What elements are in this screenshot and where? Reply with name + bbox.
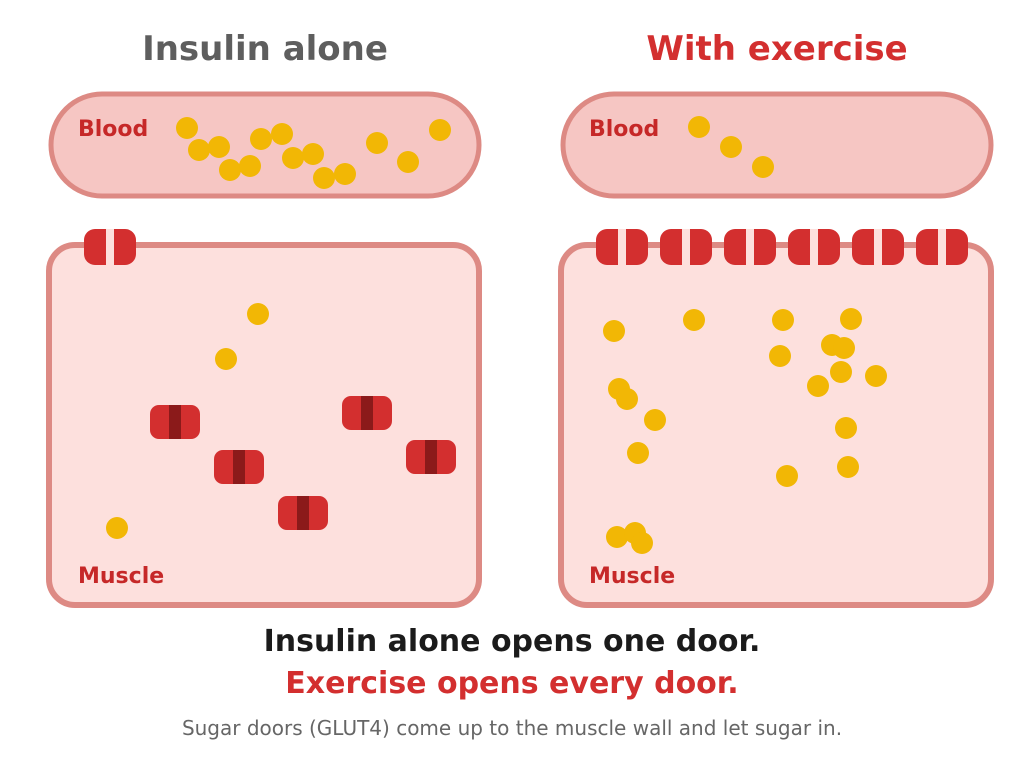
- sugar-dot: [313, 167, 335, 189]
- sugar-dot: [271, 123, 293, 145]
- right-blood-vessel: Blood: [560, 91, 994, 199]
- glut4-door-stored: [150, 405, 200, 439]
- sugar-dot: [616, 388, 638, 410]
- sugar-dot: [106, 517, 128, 539]
- sugar-dot: [250, 128, 272, 150]
- left-panel-title: Insulin alone: [142, 29, 388, 69]
- right-muscle-cell: Muscle: [558, 229, 994, 608]
- sugar-dot: [865, 365, 887, 387]
- right-blood-sugar-group: [688, 116, 774, 178]
- sugar-dot: [644, 409, 666, 431]
- sugar-dot: [776, 465, 798, 487]
- sugar-dot: [239, 155, 261, 177]
- sugar-dot: [215, 348, 237, 370]
- glut4-door-stored: [406, 440, 456, 474]
- right-blood-label: Blood: [589, 117, 659, 142]
- right-muscle-label: Muscle: [589, 564, 675, 589]
- sugar-dot: [830, 361, 852, 383]
- sugar-dot: [840, 308, 862, 330]
- glut4-door-stored: [278, 496, 328, 530]
- sugar-dot: [752, 156, 774, 178]
- left-blood-sugar-group: [176, 117, 451, 189]
- glut4-door-in-wall: [596, 229, 648, 265]
- sugar-dot: [833, 337, 855, 359]
- glut4-door-in-wall: [84, 229, 136, 265]
- caption-note: Sugar doors (GLUT4) come up to the muscl…: [181, 716, 843, 740]
- sugar-dot: [366, 132, 388, 154]
- sugar-dot: [720, 136, 742, 158]
- glut4-door-stored: [342, 396, 392, 430]
- sugar-dot: [176, 117, 198, 139]
- sugar-dot: [219, 159, 241, 181]
- glut4-door-stored: [214, 450, 264, 484]
- sugar-dot: [188, 139, 210, 161]
- sugar-dot: [807, 375, 829, 397]
- sugar-dot: [334, 163, 356, 185]
- sugar-dot: [772, 309, 794, 331]
- sugar-dot: [282, 147, 304, 169]
- sugar-dot: [302, 143, 324, 165]
- glut4-door-in-wall: [852, 229, 904, 265]
- glut4-door-row-in-wall: [596, 229, 968, 265]
- sugar-dot: [835, 417, 857, 439]
- right-muscle-sugar-group: [603, 308, 887, 554]
- caption-exercise: Exercise opens every door.: [285, 666, 739, 701]
- sugar-dot: [769, 345, 791, 367]
- left-muscle-cell: Muscle: [46, 229, 482, 608]
- glut4-door-in-wall: [724, 229, 776, 265]
- sugar-dot: [606, 526, 628, 548]
- sugar-dot: [429, 119, 451, 141]
- left-muscle-sugar-group: [106, 303, 269, 539]
- sugar-dot: [683, 309, 705, 331]
- left-blood-vessel: Blood: [48, 91, 482, 199]
- sugar-dot: [688, 116, 710, 138]
- sugar-dot: [627, 442, 649, 464]
- sugar-dot: [631, 532, 653, 554]
- caption-insulin-alone: Insulin alone opens one door.: [263, 624, 761, 659]
- sugar-dot: [397, 151, 419, 173]
- right-panel-title: With exercise: [646, 29, 907, 69]
- sugar-dot: [208, 136, 230, 158]
- left-muscle-label: Muscle: [78, 564, 164, 589]
- sugar-dot: [603, 320, 625, 342]
- glut4-door-in-wall: [916, 229, 968, 265]
- diagram-canvas: Insulin alone With exercise Blood Blood: [46, 29, 994, 608]
- glut4-door-in-wall: [660, 229, 712, 265]
- left-blood-label: Blood: [78, 117, 148, 142]
- sugar-dot: [837, 456, 859, 478]
- sugar-dot: [247, 303, 269, 325]
- glut4-door-in-wall: [788, 229, 840, 265]
